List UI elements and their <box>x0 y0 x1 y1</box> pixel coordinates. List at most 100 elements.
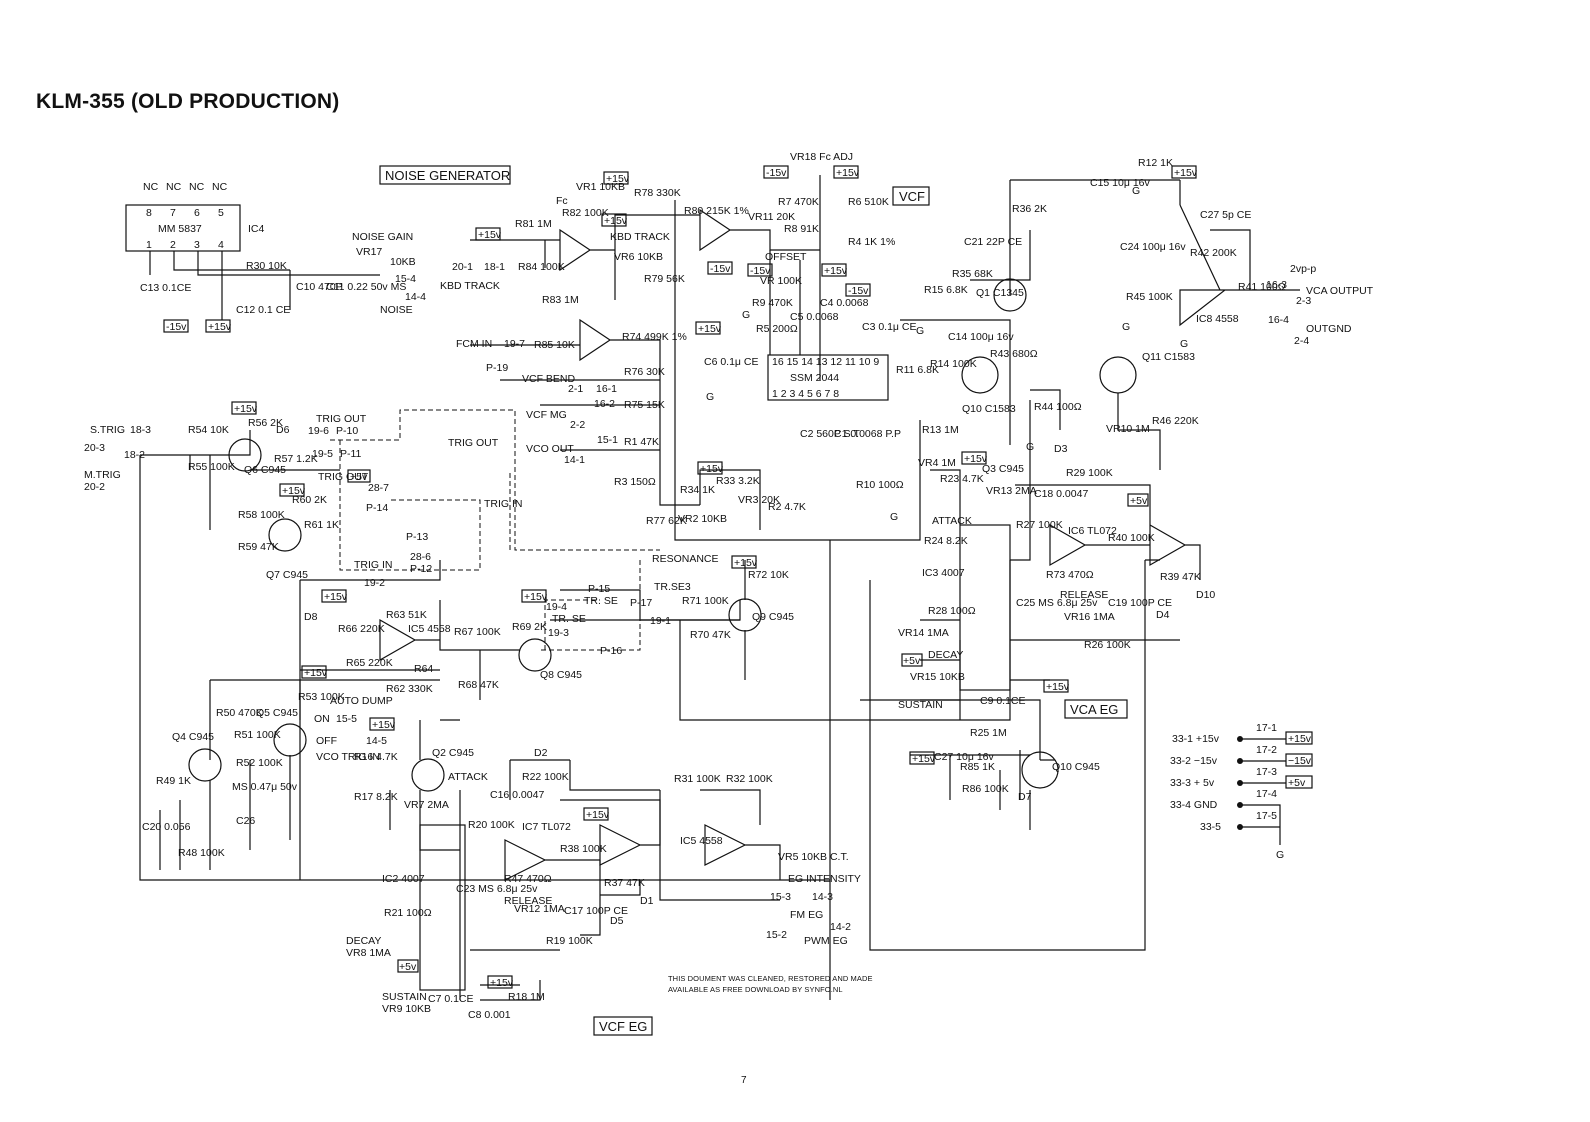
svg-text:G: G <box>916 325 924 337</box>
svg-text:+5v: +5v <box>350 471 368 483</box>
restoration-notice: THIS DOUMENT WAS CLEANED, RESTORED AND M… <box>668 974 873 994</box>
svg-text:28-6: 28-6 <box>410 551 431 563</box>
svg-text:R82 100K: R82 100K <box>562 207 609 219</box>
svg-text:R14 100K: R14 100K <box>930 358 977 370</box>
svg-text:14-1: 14-1 <box>564 454 585 466</box>
svg-text:R42 200K: R42 200K <box>1190 247 1237 259</box>
svg-text:D4: D4 <box>1156 609 1170 621</box>
svg-text:R62 330K: R62 330K <box>386 683 433 695</box>
svg-text:Fc: Fc <box>556 195 568 207</box>
svg-text:D3: D3 <box>1054 443 1068 455</box>
svg-text:OFF: OFF <box>316 735 337 747</box>
svg-text:VR4 1M: VR4 1M <box>918 457 956 469</box>
svg-text:P-17: P-17 <box>630 597 652 609</box>
svg-text:+15v: +15v <box>478 229 502 241</box>
svg-text:R33 3.2K: R33 3.2K <box>716 475 760 487</box>
ic4-mm5837: NC NC NC NC 8 7 6 5 MM 5837 1 2 3 4 IC4 <box>125 181 380 320</box>
svg-text:+15v: +15v <box>586 809 610 821</box>
page-number: 7 <box>741 1075 747 1086</box>
svg-text:R19 100K: R19 100K <box>546 935 593 947</box>
svg-text:R29 100K: R29 100K <box>1066 467 1113 479</box>
svg-text:+15v: +15v <box>734 557 758 569</box>
svg-text:M.TRIG: M.TRIG <box>84 469 121 481</box>
svg-text:8: 8 <box>146 207 152 219</box>
svg-text:P-13: P-13 <box>406 531 428 543</box>
svg-text:+15v: +15v <box>524 591 548 603</box>
svg-text:OUTGND: OUTGND <box>1306 323 1352 335</box>
svg-text:R83 1M: R83 1M <box>542 294 579 306</box>
svg-text:P-16: P-16 <box>600 645 622 657</box>
svg-text:FCM IN: FCM IN <box>456 338 492 350</box>
svg-text:19-1: 19-1 <box>650 615 671 627</box>
svg-text:16-4: 16-4 <box>1268 314 1289 326</box>
svg-text:R13 1M: R13 1M <box>922 424 959 436</box>
svg-text:R72 10K: R72 10K <box>748 569 789 581</box>
svg-text:IC8 4558: IC8 4558 <box>1196 313 1239 325</box>
svg-text:33-3 + 5v: 33-3 + 5v <box>1170 777 1215 789</box>
svg-text:NC: NC <box>212 181 228 193</box>
svg-text:R78 330K: R78 330K <box>634 187 681 199</box>
svg-text:R30 10K: R30 10K <box>246 260 287 272</box>
svg-text:R52 100K: R52 100K <box>236 757 283 769</box>
svg-text:Q4 C945: Q4 C945 <box>172 731 214 743</box>
svg-text:R64: R64 <box>414 663 433 675</box>
svg-text:R48 100K: R48 100K <box>178 847 225 859</box>
svg-text:R45 100K: R45 100K <box>1126 291 1173 303</box>
svg-text:G: G <box>1180 338 1188 350</box>
svg-text:AUTO DUMP: AUTO DUMP <box>330 695 393 707</box>
svg-text:R6 510K: R6 510K <box>848 196 889 208</box>
svg-text:33-2 −15v: 33-2 −15v <box>1170 755 1218 767</box>
svg-text:33-1 +15v: 33-1 +15v <box>1172 733 1220 745</box>
svg-text:15-5: 15-5 <box>336 713 357 725</box>
svg-text:C11 0.22 50v MS: C11 0.22 50v MS <box>326 281 406 293</box>
svg-text:C25 MS 6.8μ 25v: C25 MS 6.8μ 25v <box>1016 597 1098 609</box>
svg-text:R23 4.7K: R23 4.7K <box>940 473 984 485</box>
svg-text:+15v: +15v <box>698 323 722 335</box>
svg-text:D2: D2 <box>534 747 548 759</box>
svg-text:VR2 10KB: VR2 10KB <box>678 513 727 525</box>
svg-text:+15v: +15v <box>1046 681 1070 693</box>
svg-text:14-2: 14-2 <box>830 921 851 933</box>
svg-text:MM 5837: MM 5837 <box>158 223 202 235</box>
svg-text:2: 2 <box>170 239 176 251</box>
svg-text:R86 100K: R86 100K <box>962 783 1009 795</box>
svg-text:-15v: -15v <box>766 167 787 179</box>
svg-text:VCO TRIG IN: VCO TRIG IN <box>316 751 380 763</box>
svg-text:20-3: 20-3 <box>84 442 105 454</box>
svg-text:6: 6 <box>194 207 200 219</box>
svg-text:+15v: +15v <box>964 453 988 465</box>
svg-text:P-10: P-10 <box>336 425 358 437</box>
svg-text:C10 470P: C10 470P <box>296 281 343 293</box>
svg-text:R46 220K: R46 220K <box>1152 415 1199 427</box>
svg-text:R37 47K: R37 47K <box>604 877 645 889</box>
svg-text:15-2: 15-2 <box>766 929 787 941</box>
svg-text:+5v: +5v <box>1130 495 1148 507</box>
svg-text:IC2 4007: IC2 4007 <box>382 873 425 885</box>
svg-text:RELEASE: RELEASE <box>1060 589 1108 601</box>
svg-text:2-4: 2-4 <box>1294 335 1309 347</box>
svg-text:VCF BEND: VCF BEND <box>522 373 576 385</box>
svg-text:28-7: 28-7 <box>368 482 389 494</box>
svg-text:C13 0.1CE: C13 0.1CE <box>140 282 191 294</box>
svg-text:20-1: 20-1 <box>452 261 473 273</box>
svg-text:VR7 2MA: VR7 2MA <box>404 799 449 811</box>
svg-text:+15v: +15v <box>700 463 724 475</box>
svg-text:C20 0.056: C20 0.056 <box>142 821 191 833</box>
power-connector-table: 33-1 +15v 17-1 +15v 33-2 −15v 17-2 −15v … <box>1170 722 1313 861</box>
svg-text:C7 0.1CE: C7 0.1CE <box>428 993 474 1005</box>
svg-text:IC7 TL072: IC7 TL072 <box>522 821 571 833</box>
svg-text:C9 0.1CE: C9 0.1CE <box>980 695 1026 707</box>
svg-text:17-5: 17-5 <box>1256 810 1277 822</box>
svg-text:C27 5p CE: C27 5p CE <box>1200 209 1251 221</box>
svg-text:VR5 10KB C.T.: VR5 10KB C.T. <box>778 851 849 863</box>
svg-text:G: G <box>1122 321 1130 333</box>
svg-text:R5 200Ω: R5 200Ω <box>756 323 798 335</box>
svg-text:TR. SE: TR. SE <box>552 613 586 625</box>
svg-text:R10 100Ω: R10 100Ω <box>856 479 904 491</box>
svg-text:VR11 20K: VR11 20K <box>748 211 795 223</box>
ground-markers: G G G G G G G G <box>706 185 1188 523</box>
svg-text:EG INTENSITY: EG INTENSITY <box>788 873 861 885</box>
svg-text:33-4 GND: 33-4 GND <box>1170 799 1218 811</box>
svg-text:18-2: 18-2 <box>124 449 145 461</box>
svg-text:19-3: 19-3 <box>548 627 569 639</box>
